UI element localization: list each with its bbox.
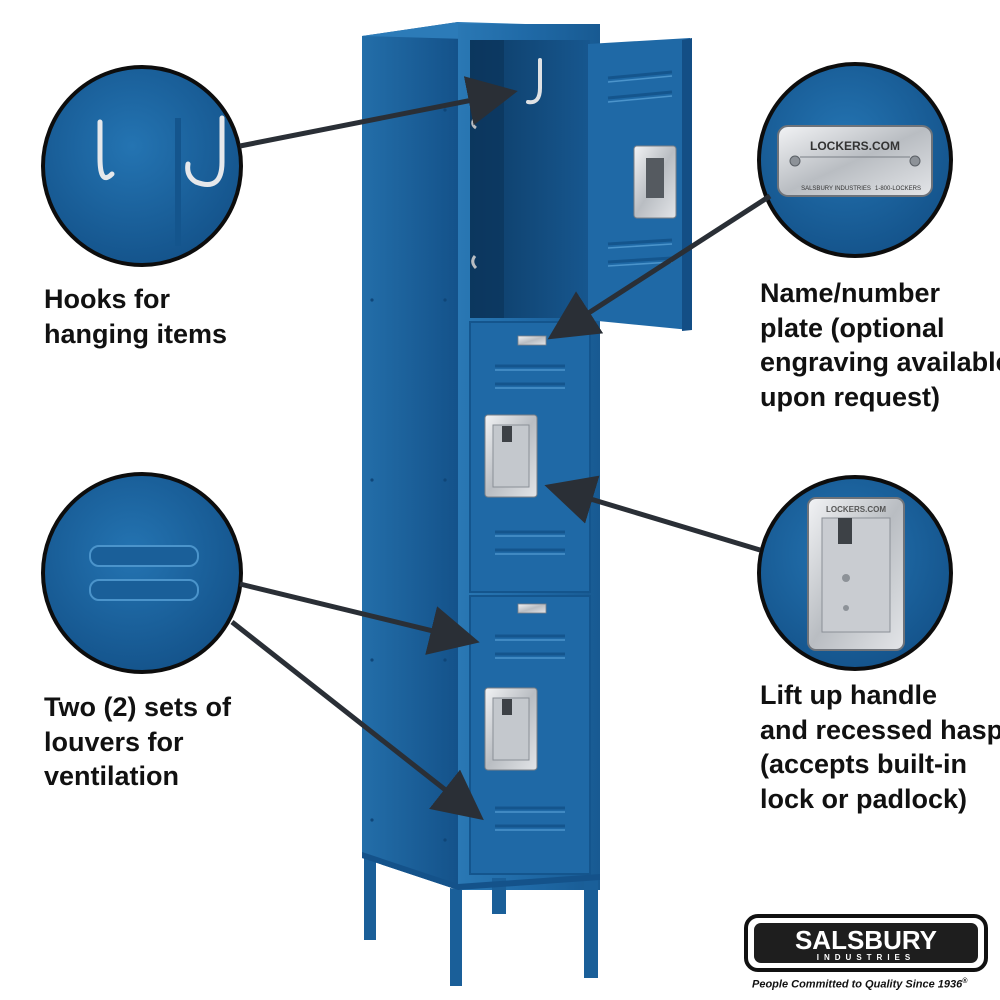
logo-sub: INDUSTRIES (817, 953, 915, 962)
detail-nameplate-circle: LOCKERS.COM SALSBURY INDUSTRIES 1-800-LO… (757, 62, 953, 258)
callout-louvers: Two (2) sets of louvers for ventilation (44, 690, 231, 794)
callout-handle: Lift up handle and recessed hasp (accept… (760, 678, 1000, 816)
locker-side-panel (362, 22, 458, 890)
registered-mark: ® (962, 978, 968, 985)
arrow-hooks (239, 76, 518, 149)
arrow-louvers-upper (239, 581, 480, 655)
callout-hooks-line: Hooks for (44, 284, 171, 314)
hook-icon (97, 119, 115, 180)
nameplate-brand: LOCKERS.COM (810, 139, 900, 153)
callout-handle-line: and recessed hasp (760, 714, 1000, 745)
arrow-hasp (544, 475, 761, 553)
nameplate-footer-right: 1-800-LOCKERS (875, 186, 921, 192)
callout-arrows (230, 76, 772, 821)
callout-handle-line: lock or padlock) (760, 783, 968, 814)
middle-number-plate (517, 335, 547, 346)
nameplate-footer-left: SALSBURY INDUSTRIES (801, 186, 871, 192)
detail-hooks-circle (41, 65, 243, 267)
callout-nameplate-line: engraving available (760, 347, 1000, 377)
tagline-text: People Committed to Quality Since 1936 (752, 978, 963, 991)
callout-hooks: Hooks for hanging items (44, 282, 227, 351)
callout-nameplate-line: upon request) (760, 381, 940, 412)
callout-nameplate-line: Name/number (760, 278, 941, 308)
upper-door-louvers (607, 70, 673, 264)
arrow-louvers-lower (230, 620, 484, 821)
callout-louvers-line: Two (2) sets of (44, 692, 232, 722)
arrow-nameplate (547, 193, 772, 340)
callout-handle-line: (accepts built-in (760, 749, 968, 779)
callout-louvers-line: louvers for (44, 726, 184, 757)
callout-hooks-line: hanging items (44, 318, 228, 349)
louver (89, 545, 199, 567)
lower-door-louvers (495, 634, 565, 828)
salsbury-logo: SALSBURY INDUSTRIES (744, 914, 988, 972)
interior-hook (526, 58, 542, 105)
callout-nameplate-line: plate (optional (760, 312, 945, 343)
nameplate (777, 125, 933, 197)
detail-hasp-circle: LOCKERS.COM (757, 475, 953, 671)
detail-louvers-circle (41, 472, 243, 674)
lower-number-plate (517, 603, 547, 614)
tagline: People Committed to Quality Since 1936® (752, 978, 967, 991)
louver (89, 579, 199, 601)
callout-handle-line: Lift up handle (760, 680, 937, 710)
locker (362, 22, 692, 986)
callout-louvers-line: ventilation (44, 761, 180, 791)
hasp-brand: LOCKERS.COM (826, 505, 886, 514)
logo-name: SALSBURY (795, 925, 937, 955)
middle-door-louvers (495, 364, 565, 552)
callout-nameplate: Name/number plate (optional engraving av… (760, 276, 1000, 414)
side-rivets (370, 108, 447, 842)
